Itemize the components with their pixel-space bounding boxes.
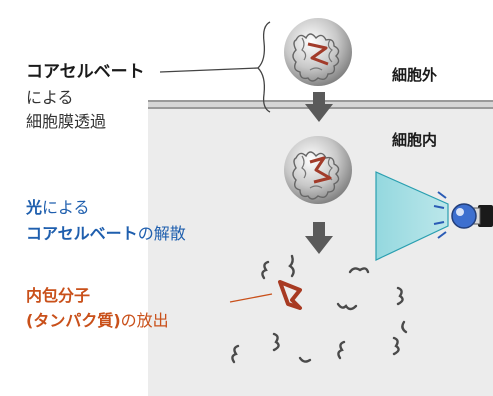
down-arrow-icon (305, 222, 333, 254)
light-beam (375, 171, 449, 261)
light-dissociation-line1: 光による (26, 198, 90, 218)
outside-cell-label: 細胞外 (392, 66, 438, 84)
coacervate-droplet-icon (284, 18, 352, 86)
by-label: による (26, 88, 74, 107)
pointer-line (229, 293, 273, 303)
release-label: の放出 (120, 311, 169, 330)
down-arrow-icon (305, 92, 333, 122)
inside-cell-label: 細胞内 (392, 131, 438, 149)
pointer-line (159, 67, 259, 73)
coacervate-droplet-icon (284, 136, 352, 204)
protein-chain-icon (278, 280, 302, 310)
light-label: 光 (26, 198, 43, 217)
protein-label: (タンパク質) (26, 311, 121, 330)
bracket-line (257, 21, 271, 113)
coacervate-label-2: コアセルベート (26, 224, 138, 243)
protein-release-line: (タンパク質)の放出 (26, 311, 169, 331)
by-label-2: による (42, 198, 90, 217)
membrane-permeation-label: 細胞膜透過 (26, 112, 107, 131)
light-lamp-icon (433, 191, 493, 239)
coacervate-label: コアセルベート (26, 62, 145, 82)
dissociation-label: の解散 (137, 224, 186, 243)
fragment-squiggles (231, 254, 408, 364)
light-dissociation-line2: コアセルベートの解散 (26, 224, 186, 244)
inner-molecule-label: 内包分子 (26, 286, 91, 305)
